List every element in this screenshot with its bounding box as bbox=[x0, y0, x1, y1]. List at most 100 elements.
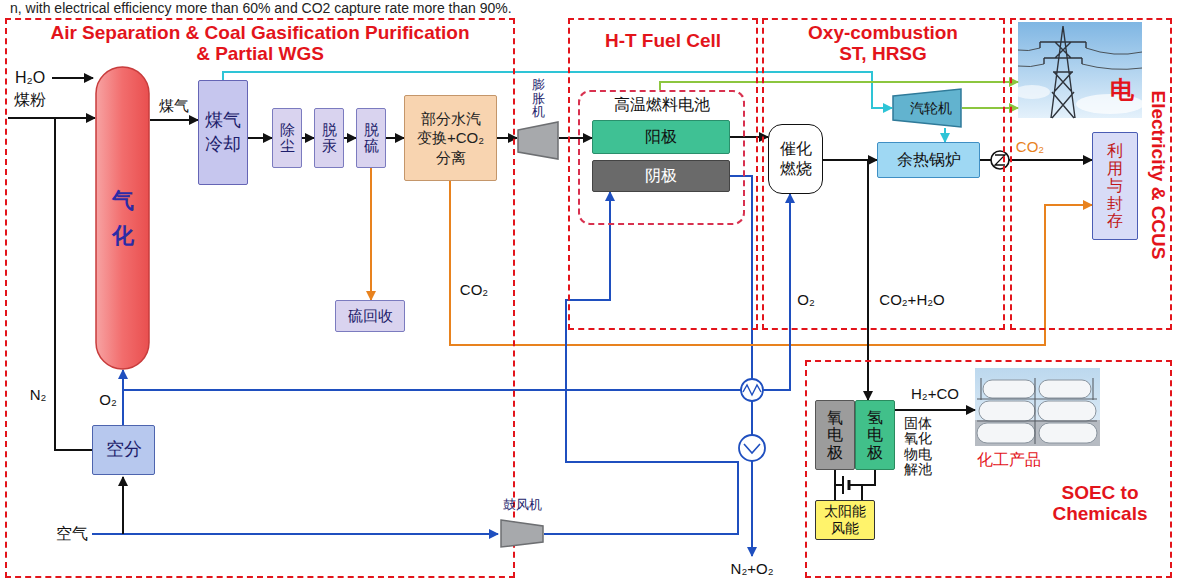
flow-connector bbox=[386, 137, 404, 139]
edge-label: 煤气 bbox=[157, 97, 191, 114]
node-label: 空分 bbox=[106, 439, 142, 461]
heat-recovery-boiler: 余热锅炉 bbox=[877, 142, 980, 178]
flow-connector bbox=[344, 137, 356, 139]
catalytic-combustor: 催化燃烧 bbox=[768, 124, 823, 194]
flow-connector bbox=[544, 192, 738, 534]
mercury-removal: 脱汞 bbox=[314, 108, 344, 168]
node-label: 氧电极 bbox=[827, 409, 843, 462]
node-label: 硫回收 bbox=[348, 307, 393, 325]
node-label: 利用与封存 bbox=[1107, 142, 1123, 230]
node-label: 除尘 bbox=[280, 122, 295, 155]
power-grid-photo: 电 bbox=[1018, 22, 1142, 118]
tank bbox=[977, 423, 1035, 443]
region-title: Electricity & CCUS bbox=[1148, 91, 1169, 260]
edge-label: H₂+CO bbox=[909, 385, 961, 402]
node-label: 阳极 bbox=[645, 127, 677, 146]
flow-connector bbox=[302, 137, 314, 139]
turbine-symbol bbox=[893, 89, 961, 127]
region-title: Oxy-combustion ST, HRSG bbox=[801, 22, 966, 64]
flow-connector bbox=[55, 118, 95, 450]
sulfur-recovery: 硫回收 bbox=[335, 300, 405, 332]
node-label: 催化燃烧 bbox=[780, 139, 812, 179]
flow-connector bbox=[823, 160, 868, 400]
expander-symbol bbox=[518, 122, 558, 159]
battery-symbol bbox=[842, 476, 844, 494]
blower: 鼓风机 bbox=[500, 498, 544, 548]
node-label: 氢电极 bbox=[867, 409, 883, 462]
tank-frame bbox=[977, 378, 1097, 444]
air-separation-unit: 空分 bbox=[92, 425, 155, 475]
desulfurization: 脱硫 bbox=[356, 108, 386, 168]
flow-connector bbox=[123, 194, 790, 425]
flow-connector bbox=[895, 409, 975, 411]
flow-connector bbox=[450, 181, 1092, 345]
renewable-power: 太阳能风能 bbox=[815, 500, 875, 540]
region-title: SOEC to Chemicals bbox=[1030, 482, 1170, 524]
node-label: 电 bbox=[1110, 76, 1134, 105]
flow-connector bbox=[559, 137, 592, 139]
gasifier-vessel bbox=[96, 67, 149, 369]
edge-label: O₂ bbox=[795, 291, 817, 308]
stream-label: 煤粉 bbox=[12, 91, 48, 109]
node-label: 化工产品 bbox=[977, 450, 1041, 469]
node-label: 余热锅炉 bbox=[897, 150, 961, 169]
gasifier: 气化 bbox=[95, 66, 150, 370]
feed-arrow bbox=[52, 77, 93, 79]
stream-label: 空气 bbox=[54, 525, 90, 543]
edge-label: CO₂ bbox=[458, 281, 490, 298]
tank bbox=[1039, 423, 1097, 443]
oxygen-electrode: 氧电极 bbox=[815, 400, 855, 470]
device-label: 固体氧化物电解池 bbox=[902, 416, 934, 478]
edge-label: N₂ bbox=[28, 386, 49, 403]
heat-exchanger bbox=[741, 379, 763, 401]
tank bbox=[983, 380, 1035, 398]
utilization-storage: 利用与封存 bbox=[1092, 132, 1138, 240]
node-label: 阴极 bbox=[645, 166, 677, 185]
air-line bbox=[122, 477, 124, 534]
tank bbox=[1039, 380, 1091, 398]
cathode: 阴极 bbox=[592, 160, 730, 192]
process-region: Electricity & CCUS 电利用与封存 bbox=[1010, 18, 1172, 330]
process-region: H-T Fuel Cell高温燃料电池阳极阴极 bbox=[568, 18, 758, 330]
ground bbox=[975, 420, 1100, 446]
edge-label: O₂ bbox=[97, 391, 119, 408]
flow-connector bbox=[370, 168, 372, 300]
gas-cooler: 煤气冷却 bbox=[198, 80, 248, 185]
heat-exchanger-mark bbox=[743, 385, 761, 395]
node-label: 煤气冷却 bbox=[205, 109, 241, 156]
shift-reactor: 部分水汽变换+CO₂分离 bbox=[404, 95, 497, 181]
power-line bbox=[1018, 48, 1142, 69]
steam-turbine: 汽轮机 bbox=[892, 88, 962, 128]
stream-label: H₂O bbox=[13, 69, 47, 87]
process-region: Air Separation & Coal Gasification Purif… bbox=[5, 18, 515, 578]
node-label: 膨胀机 bbox=[532, 78, 545, 119]
chemical-tanks-photo bbox=[975, 368, 1100, 446]
stream-label: N₂+O₂ bbox=[729, 560, 776, 577]
process-region: SOEC to Chemicals 氧电极 氢电极太阳能风能 化工产品 bbox=[805, 360, 1172, 578]
edge-label: CO₂+H₂O bbox=[877, 291, 946, 308]
tank bbox=[1038, 401, 1096, 421]
cloud bbox=[1014, 85, 1050, 99]
compressor-symbol bbox=[991, 151, 1009, 169]
flow-connector bbox=[944, 128, 946, 142]
heat-exchanger bbox=[739, 435, 765, 461]
anode: 阳极 bbox=[592, 120, 730, 154]
node-label: 高温燃料电池 bbox=[580, 95, 743, 114]
hydrogen-electrode: 氢电极 bbox=[855, 400, 895, 470]
expander: 膨胀机 bbox=[517, 78, 559, 160]
heat-exchanger-mark bbox=[744, 444, 760, 453]
edge-label: CO₂ bbox=[1014, 138, 1046, 155]
exhaust-line bbox=[730, 176, 752, 556]
blower-symbol bbox=[501, 520, 543, 547]
node-label: 气化 bbox=[112, 183, 134, 253]
node-label: 脱硫 bbox=[364, 122, 379, 155]
fuel-cell-stack: 高温燃料电池阳极阴极 bbox=[578, 90, 745, 225]
header-fragment: n, with electrical efficiency more than … bbox=[8, 0, 514, 16]
node-label: 鼓风机 bbox=[503, 498, 542, 512]
flow-connector bbox=[150, 119, 198, 121]
